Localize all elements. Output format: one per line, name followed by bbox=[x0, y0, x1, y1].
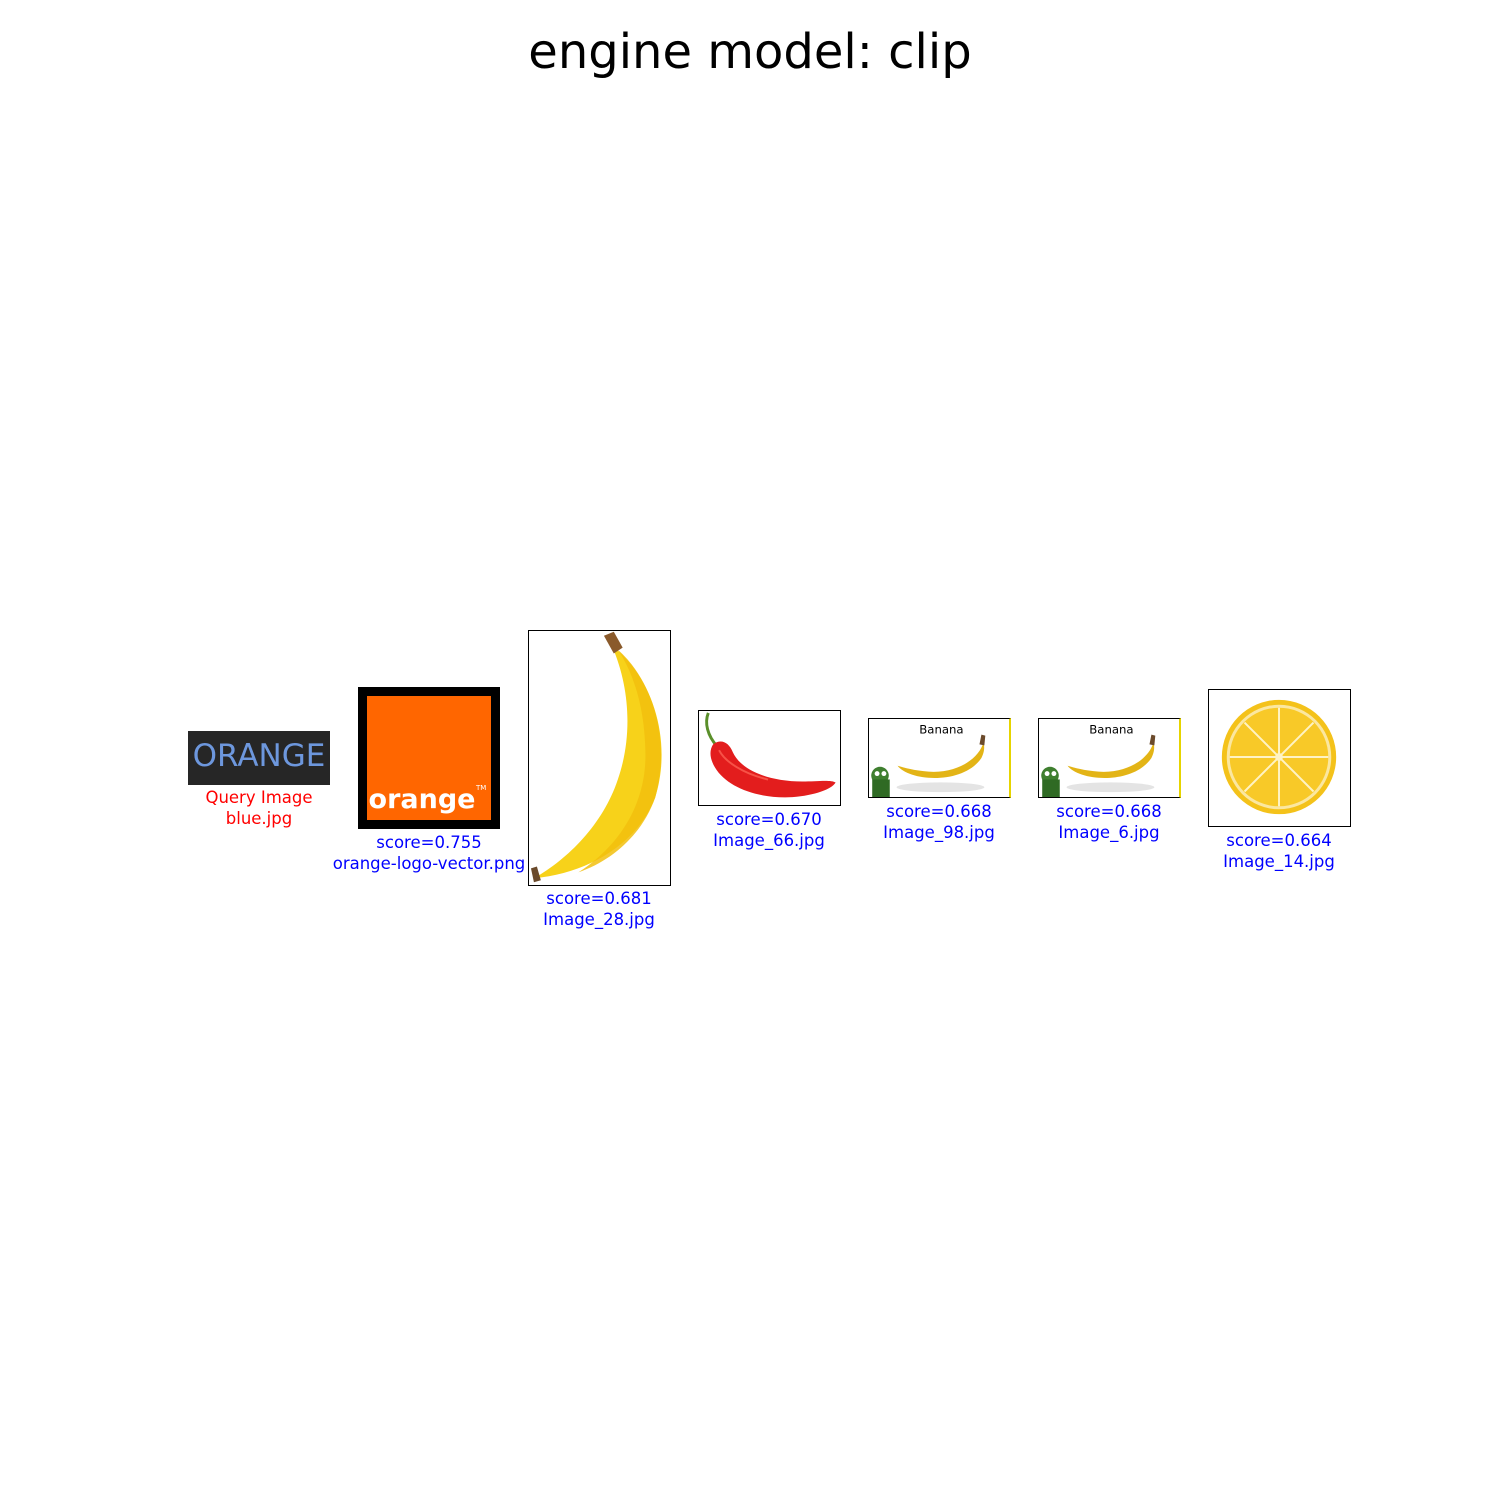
result-caption-4: score=0.668 Image_98.jpg bbox=[839, 801, 1039, 843]
result-1-image-text: orange bbox=[369, 784, 476, 815]
result-filename: orange-logo-vector.png bbox=[332, 854, 526, 873]
result-thumbnail-3[interactable] bbox=[698, 710, 841, 806]
query-caption: Query Image blue.jpg bbox=[159, 787, 359, 829]
result-thumbnail-5[interactable]: Banana bbox=[1038, 718, 1181, 798]
banana-meme-image: Banana bbox=[1041, 723, 1156, 797]
figure-title: engine model: clip bbox=[528, 24, 972, 80]
query-image-text: ORANGE bbox=[193, 738, 326, 774]
result-thumbnail-4[interactable]: Banana bbox=[868, 718, 1011, 798]
banana-image bbox=[530, 631, 662, 883]
result-filename: Image_28.jpg bbox=[543, 910, 655, 929]
result-thumbnail-1[interactable]: orange TM bbox=[358, 687, 500, 829]
result-filename: Image_98.jpg bbox=[883, 823, 995, 842]
lemon-slice-image bbox=[1221, 699, 1337, 815]
chili-pepper-image bbox=[705, 712, 836, 798]
banana-meme-image: Banana bbox=[871, 723, 986, 797]
result-caption-2: score=0.681 Image_28.jpg bbox=[499, 888, 699, 930]
result-score: score=0.668 bbox=[886, 802, 992, 821]
result-caption-6: score=0.664 Image_14.jpg bbox=[1179, 830, 1379, 872]
result-score: score=0.681 bbox=[546, 889, 652, 908]
svg-text:TM: TM bbox=[475, 784, 486, 792]
result-filename: Image_14.jpg bbox=[1223, 852, 1335, 871]
result-filename: Image_66.jpg bbox=[713, 831, 825, 850]
result-score: score=0.664 bbox=[1226, 831, 1332, 850]
result-4-image-text: Banana bbox=[919, 723, 963, 737]
orange-brand-logo-image: orange TM bbox=[358, 687, 500, 829]
orange-text-logo-image: ORANGE bbox=[188, 731, 330, 785]
result-caption-5: score=0.668 Image_6.jpg bbox=[1009, 801, 1209, 843]
result-5-image-text: Banana bbox=[1089, 723, 1133, 737]
query-label: Query Image bbox=[205, 788, 313, 807]
result-thumbnail-6[interactable] bbox=[1208, 689, 1351, 827]
result-thumbnail-2[interactable] bbox=[528, 630, 671, 886]
query-thumbnail[interactable]: ORANGE bbox=[188, 731, 330, 785]
result-caption-1: score=0.755 orange-logo-vector.png bbox=[329, 832, 529, 874]
result-score: score=0.670 bbox=[716, 810, 822, 829]
result-filename: Image_6.jpg bbox=[1058, 823, 1160, 842]
query-filename: blue.jpg bbox=[225, 809, 293, 828]
result-caption-3: score=0.670 Image_66.jpg bbox=[669, 809, 869, 851]
result-score: score=0.668 bbox=[1056, 802, 1162, 821]
result-score: score=0.755 bbox=[376, 833, 482, 852]
